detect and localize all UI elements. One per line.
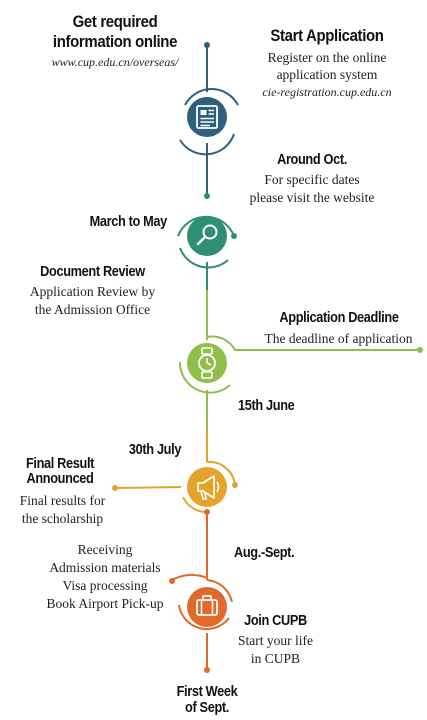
result-title-line2: Announced xyxy=(26,471,94,487)
join-line1: Start your life xyxy=(238,633,313,648)
aug-title: Aug.-Sept. xyxy=(234,545,295,561)
review-line1: Application Review by xyxy=(29,284,156,299)
stage-3-connector xyxy=(178,290,423,430)
start-line2: application system xyxy=(276,67,378,82)
july-title: 30th July xyxy=(128,442,182,458)
oct-line2: please visit the website xyxy=(249,190,375,205)
receive-line2: Admission materials xyxy=(49,560,161,575)
receive-line4: Book Airport Pick-up xyxy=(46,596,164,611)
june-title: 15th June xyxy=(238,398,295,414)
deadline-title: Application Deadline xyxy=(279,310,399,326)
result-line2: the scholarship xyxy=(21,511,104,526)
info-url: www.cup.edu.cn/overseas/ xyxy=(51,55,179,69)
watch-icon xyxy=(187,343,227,383)
result-line1: Final results for xyxy=(19,493,106,508)
oct-line1: For specific dates xyxy=(264,172,360,187)
search-icon xyxy=(187,216,227,256)
deadline-line1: The deadline of application xyxy=(264,331,413,346)
stage-5-connector xyxy=(169,509,233,673)
info-title-line1: Get required xyxy=(72,12,158,31)
review-line2: the Admission Office xyxy=(34,302,151,317)
stage-1-connector xyxy=(179,42,239,195)
join-line2: in CUPB xyxy=(250,651,301,666)
suitcase-icon xyxy=(187,587,227,627)
document-icon xyxy=(187,97,227,137)
week-title-line2: of Sept. xyxy=(185,700,229,716)
megaphone-icon xyxy=(187,467,227,507)
receive-line3: Visa processing xyxy=(62,578,148,593)
info-title-line2: information online xyxy=(52,32,178,51)
oct-title: Around Oct. xyxy=(277,152,347,168)
receive-line1: Receiving xyxy=(77,542,133,557)
join-title: Join CUPB xyxy=(244,613,307,629)
start-title: Start Application xyxy=(270,26,384,45)
start-line1: Register on the online xyxy=(267,50,387,65)
week-title-line1: First Week xyxy=(176,684,238,700)
march-title: March to May xyxy=(89,214,168,230)
review-title: Document Review xyxy=(40,264,145,280)
start-url: cie-registration.cup.edu.cn xyxy=(262,85,392,99)
result-title-line1: Final Result xyxy=(25,456,95,472)
